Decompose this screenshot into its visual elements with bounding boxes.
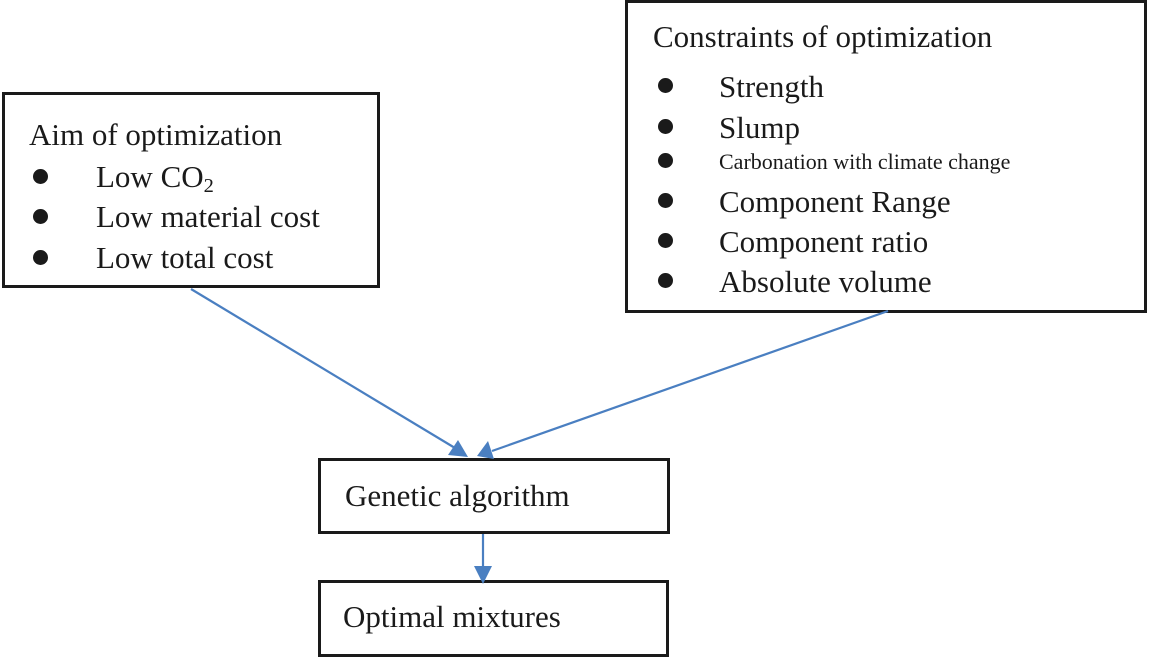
constraint-item-slump: Slump (628, 112, 1144, 144)
bullet-icon (658, 78, 673, 93)
constraint-item-component-ratio: Component ratio (628, 226, 1144, 258)
arrowhead-aim (448, 440, 468, 457)
constraint-item-carbonation: Carbonation with climate change (628, 151, 1144, 183)
aim-item-label: Low total cost (96, 240, 274, 275)
genetic-algorithm-label: Genetic algorithm (345, 478, 570, 513)
optimal-mixtures-box: Optimal mixtures (318, 580, 669, 657)
bullet-icon (658, 233, 673, 248)
constraints-title: Constraints of optimization (653, 19, 993, 54)
aim-of-optimization-box: Aim of optimization Low CO2 Low material… (2, 92, 380, 288)
bullet-icon (33, 250, 48, 265)
arrowhead-constraints (477, 441, 494, 459)
bullet-icon (658, 119, 673, 134)
aim-list: Low CO2 Low material cost Low total cost (5, 95, 377, 285)
genetic-algorithm-box: Genetic algorithm (318, 458, 670, 534)
bullet-icon (33, 209, 48, 224)
co2-subscript: 2 (203, 175, 214, 198)
bullet-icon (658, 193, 673, 208)
constraint-item-absolute-volume: Absolute volume (628, 266, 1144, 298)
arrow-constraints-to-ga (491, 309, 889, 453)
constraint-item-component-range: Component Range (628, 186, 1144, 218)
constraint-item-label: Strength (719, 69, 825, 104)
constraint-item-label: Slump (719, 110, 800, 145)
constraint-item-label: Carbonation with climate change (719, 149, 1011, 174)
constraint-item-label: Component Range (719, 184, 951, 219)
aim-item-low-total-cost: Low total cost (5, 242, 377, 274)
aim-item-label: Low CO2 (96, 159, 214, 198)
bullet-icon (658, 273, 673, 288)
aim-title: Aim of optimization (29, 117, 283, 152)
constraints-of-optimization-box: Constraints of optimization Strength Slu… (625, 0, 1147, 313)
bullet-icon (33, 169, 48, 184)
constraint-item-label: Absolute volume (719, 264, 932, 299)
aim-item-low-material-cost: Low material cost (5, 201, 377, 233)
constraint-item-label: Component ratio (719, 224, 929, 259)
aim-item-low-co2: Low CO2 (5, 159, 377, 198)
constraints-list: Strength Slump Carbonation with climate … (628, 3, 1144, 310)
constraint-item-strength: Strength (628, 71, 1144, 103)
arrow-aim-to-ga (190, 288, 456, 449)
bullet-icon (658, 153, 673, 168)
aim-item-label: Low material cost (96, 199, 320, 234)
optimal-mixtures-label: Optimal mixtures (343, 599, 561, 634)
